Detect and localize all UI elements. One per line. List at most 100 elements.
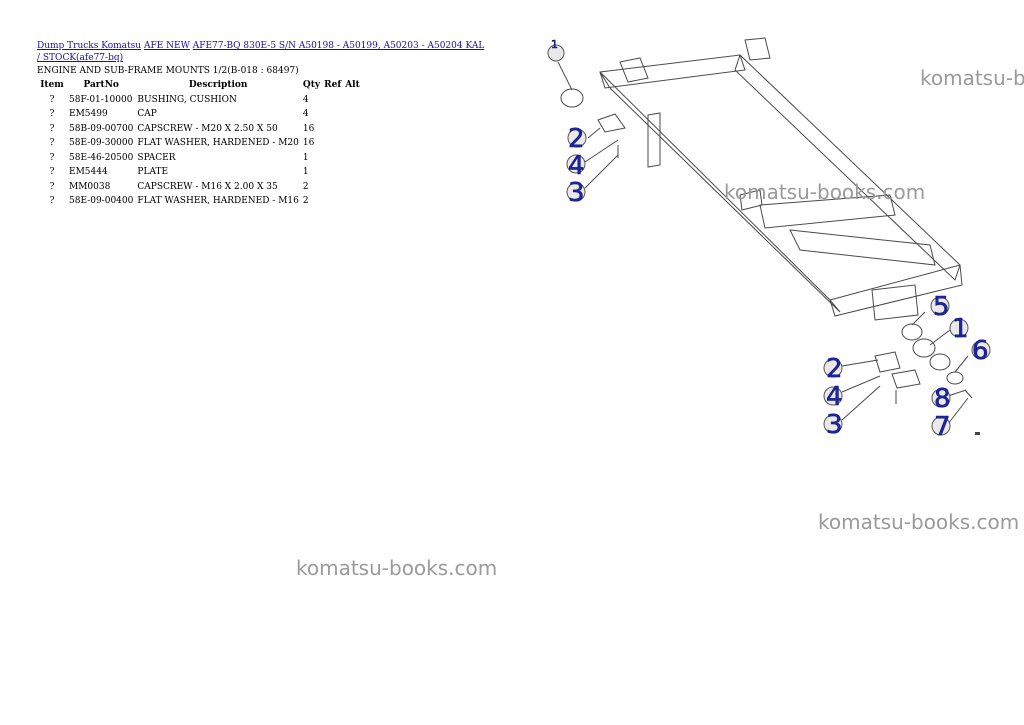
cell-qty: 1 [302, 152, 309, 163]
cell-description: CAPSCREW - M20 X 2.50 X 50 [137, 123, 278, 134]
breadcrumb-link-dump-trucks[interactable]: Dump Trucks Komatsu [37, 41, 142, 51]
cell-description: CAPSCREW - M16 X 2.00 X 35 [137, 181, 278, 192]
callout-label: 4 [826, 382, 843, 412]
breadcrumb-link-model[interactable]: AFE77-BQ 830E-5 S/N A50198 - A50199, A50… [37, 41, 485, 63]
cell-ref [322, 93, 343, 108]
cap-rear [874, 351, 901, 373]
cell-description: SPACER [137, 152, 176, 163]
cell-item: ? [49, 167, 55, 177]
cell-qty: 1 [302, 167, 309, 177]
subframe-rail-left [599, 71, 841, 313]
callout-label: 3 [826, 410, 843, 440]
leader-line [954, 355, 969, 373]
callout-marker [971, 340, 991, 360]
leader-line [841, 385, 881, 421]
callout-marker [949, 318, 969, 338]
leader-line [587, 127, 601, 139]
callout-marker [931, 416, 951, 436]
cell-partno: 58E-09-00400 [69, 196, 134, 206]
watermark: komatsu-books.com [296, 556, 498, 580]
cell-item: ? [49, 196, 55, 206]
watermark: komatsu-books.com [818, 510, 1020, 534]
cell-ref [322, 194, 343, 209]
cell-alt [343, 122, 362, 137]
rear-mount-saddle [871, 284, 919, 321]
cell-qty: 2 [302, 181, 309, 192]
cell-qty: 4 [302, 109, 309, 119]
mount-pad-right [739, 189, 763, 211]
callout-marker [823, 386, 843, 406]
cell-ref [322, 151, 343, 166]
callout-marker [567, 128, 587, 148]
table-row: ? 58E-09-00400 FLAT WASHER, HARDENED - M… [37, 194, 362, 209]
cell-alt [343, 107, 362, 122]
callout-marker [566, 154, 586, 174]
bushing-cushion-top [560, 88, 584, 108]
table-row: ? 58F-01-10000 BUSHING, CUSHION 4 [37, 93, 362, 108]
cell-description: PLATE [137, 167, 169, 177]
breadcrumb: Dump Trucks Komatsu AFE NEW AFE77-BQ 830… [37, 40, 487, 64]
leader-line [841, 359, 879, 367]
parts-table-header: Item PartNo Description Qty Ref Alt [37, 78, 362, 93]
leader-line [947, 389, 967, 397]
cell-alt [343, 180, 362, 195]
cell-qty: 2 [302, 196, 309, 206]
table-row: ? 58E-09-30000 FLAT WASHER, HARDENED - M… [37, 136, 362, 151]
watermark: komatsu-books.com [724, 180, 926, 204]
cell-item: ? [49, 94, 55, 105]
callout-label: 7 [934, 412, 951, 442]
leader-line [911, 311, 926, 326]
header-item: Item [40, 80, 64, 90]
callout-marker [931, 388, 951, 408]
cell-alt [343, 151, 362, 166]
bushing-cushion-rear-1 [912, 338, 936, 358]
table-row: ? MM0038 CAPSCREW - M16 X 2.00 X 35 2 [37, 180, 362, 195]
cell-description: CAP [137, 109, 157, 119]
table-row: ? 58E-46-20500 SPACER 1 [37, 151, 362, 166]
breadcrumb-link-afe-new[interactable]: AFE NEW [143, 41, 190, 51]
callout-marker [547, 44, 565, 62]
cell-item: ? [49, 123, 55, 134]
header-ref: Ref [324, 80, 342, 90]
spacer-rear [901, 323, 923, 341]
cell-alt [343, 93, 362, 108]
cell-description: BUSHING, CUSHION [137, 94, 237, 105]
cell-partno: 58E-46-20500 [69, 152, 134, 163]
bushing-cushion-rear-2 [929, 353, 951, 371]
callout-label: 6 [972, 336, 989, 366]
front-bracket [619, 57, 649, 83]
subframe-rear-crossmember [829, 264, 963, 317]
subframe-front-crossmember [599, 54, 746, 89]
cell-item: ? [49, 152, 55, 163]
watermark: komatsu-books.com [920, 66, 1024, 90]
cell-item: ? [49, 109, 55, 119]
header-alt: Alt [345, 80, 360, 90]
header-partno: PartNo [83, 80, 119, 90]
leader-line [947, 397, 969, 425]
subframe-mid-crossmember [759, 194, 896, 229]
leader-line [841, 375, 881, 393]
leader-line [584, 139, 619, 163]
callout-label: 8 [934, 384, 951, 414]
cell-item: ? [49, 138, 55, 148]
cell-ref [322, 180, 343, 195]
callout-label: 1 [551, 38, 558, 51]
parts-table: Item PartNo Description Qty Ref Alt ? 58… [37, 78, 362, 209]
callout-label: 5 [933, 292, 950, 322]
header-description: Description [188, 80, 248, 90]
cap-rear-2 [891, 369, 921, 389]
cell-partno: 58E-09-30000 [69, 138, 134, 148]
cell-ref [322, 136, 343, 151]
cell-ref [322, 107, 343, 122]
mount-pad-left [647, 112, 661, 168]
callout-label: 1 [952, 314, 969, 344]
callout-label: 2 [826, 354, 843, 384]
leader-line [584, 154, 619, 189]
cell-ref [322, 122, 343, 137]
cell-partno: 58B-09-00700 [69, 123, 134, 134]
callout-label: 4 [568, 151, 585, 181]
cell-description: FLAT WASHER, HARDENED - M16 [137, 196, 299, 206]
leader-line [557, 61, 573, 91]
diagram-mark [975, 432, 980, 435]
subframe-inner-panel [789, 229, 936, 266]
